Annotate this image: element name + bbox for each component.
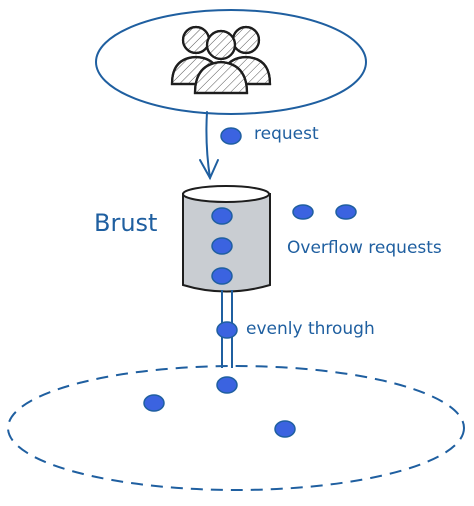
bucket-request-dot-1 [211, 207, 233, 225]
server-ellipse [7, 365, 465, 491]
outflow-dot [216, 321, 238, 339]
overflow-dot-1 [292, 204, 314, 220]
evenly-label: evenly through [246, 319, 375, 339]
brust-label: Brust [94, 209, 157, 237]
request-dot-icon [220, 127, 242, 145]
overflow-dot-2 [335, 204, 357, 220]
processed-dot-1 [216, 376, 238, 394]
processed-dot-2 [143, 394, 165, 412]
users-group-icon [170, 25, 272, 95]
request-label: request [254, 124, 319, 144]
bucket-request-dot-2 [211, 237, 233, 255]
bucket-request-dot-3 [211, 267, 233, 285]
processed-dot-3 [274, 420, 296, 438]
incoming-arrow [199, 111, 219, 181]
overflow-label: Overflow requests [287, 238, 442, 258]
clients-ellipse [95, 9, 367, 115]
